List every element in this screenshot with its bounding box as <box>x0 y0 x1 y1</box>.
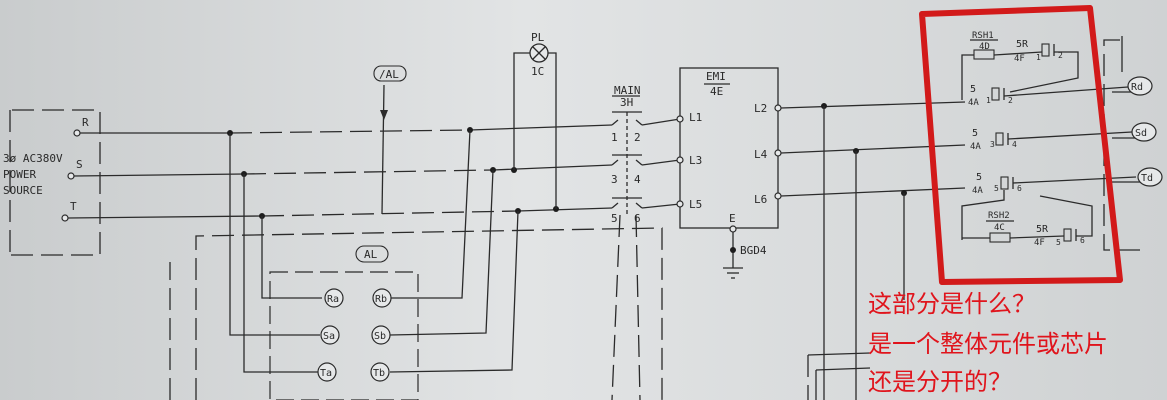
contact-5: 5 <box>611 212 618 225</box>
terminal-sb-label: Sb <box>374 331 386 342</box>
terminal-sa: Sa <box>320 325 340 345</box>
emi-out-l4: L4 <box>754 148 768 161</box>
terminal-tb: Tb <box>370 362 390 382</box>
c2-pin-b: 4 <box>1012 140 1017 149</box>
c2-label: 5 <box>972 128 978 139</box>
lower-wiring <box>169 129 663 400</box>
c3-pin-b: 6 <box>1017 184 1022 193</box>
emi-ref: 4E <box>710 85 723 98</box>
emi-ground-label: BGD4 <box>740 244 767 257</box>
r1-label: 5R <box>1016 39 1029 50</box>
phase-s-label: S <box>76 158 83 171</box>
terminal-tb-label: Tb <box>373 368 385 379</box>
terminal-s <box>67 172 75 180</box>
power-source-block: 3ø AC380V POWER SOURCE R S T <box>3 109 101 256</box>
phase-t-label: T <box>70 200 77 213</box>
r1-pin-a: 1 <box>1036 53 1041 62</box>
question-line-2: 是一个整体元件或芯片 <box>868 330 1108 358</box>
terminal-ra: Ra <box>324 288 344 308</box>
question-annotation: 这部分是什么？ 是一个整体元件或芯片 还是分开的？ <box>868 290 1108 396</box>
terminal-rb-label: Rb <box>375 294 387 305</box>
terminal-t <box>61 214 69 222</box>
power-source-source: SOURCE <box>3 184 43 197</box>
terminal-ra-label: Ra <box>327 294 339 305</box>
rsh1-label: RSH1 <box>972 31 994 41</box>
terminal-td: Td <box>1137 167 1163 187</box>
c1-pin-b: 2 <box>1008 96 1013 105</box>
contact-2: 2 <box>634 131 641 144</box>
alarm-mid-label: AL <box>364 248 378 261</box>
c3-pin-a: 5 <box>994 184 999 193</box>
r1-pin-b: 2 <box>1058 51 1063 60</box>
ground-icon <box>723 267 743 279</box>
c2-pin-a: 3 <box>990 140 995 149</box>
terminal-sd-label: Sd <box>1135 128 1147 139</box>
c1-label: 5 <box>970 84 976 95</box>
terminal-rd-label: Rd <box>1131 82 1143 93</box>
c3-ref: 4A <box>972 186 983 196</box>
c1-pin-a: 1 <box>986 96 991 105</box>
terminal-ta: Ta <box>317 362 337 382</box>
r2-ref: 4F <box>1034 238 1045 248</box>
rsh2-ref: 4C <box>994 223 1005 233</box>
terminal-sa-label: Sa <box>323 331 335 342</box>
r1-ref: 4F <box>1014 54 1025 64</box>
emi-name: EMI <box>706 70 726 83</box>
emi-in-l3: L3 <box>689 154 702 167</box>
terminal-r <box>73 129 81 137</box>
main-contactor: MAIN 3H 1 2 3 4 5 6 <box>611 84 681 225</box>
terminal-rb: Rb <box>372 288 392 308</box>
terminal-ta-label: Ta <box>320 368 332 379</box>
emi-in-l1: L1 <box>689 111 702 124</box>
pilot-lamp-ref: 1C <box>531 65 544 78</box>
alarm-mid: AL <box>355 245 389 263</box>
contact-4: 4 <box>634 173 641 186</box>
pilot-lamp-label: PL <box>531 31 545 44</box>
c3-label: 5 <box>976 172 982 183</box>
terminal-sb: Sb <box>371 325 391 345</box>
r2-label: 5R <box>1036 224 1049 235</box>
emi-in-l5: L5 <box>689 198 702 211</box>
pilot-lamp: PL 1C <box>513 31 557 209</box>
alarm-top: /AL <box>373 65 407 215</box>
power-source-power: POWER <box>3 168 36 181</box>
power-source-voltage: 3ø AC380V <box>3 152 63 165</box>
terminal-rd: Rd <box>1127 76 1153 96</box>
emi-out-l2: L2 <box>754 102 767 115</box>
emi-out-l6: L6 <box>754 193 767 206</box>
contact-6: 6 <box>634 212 641 225</box>
r2-pin-b: 6 <box>1080 236 1085 245</box>
alarm-top-label: /AL <box>379 68 399 81</box>
emi-ground-letter: E <box>729 212 736 225</box>
contact-1: 1 <box>611 131 618 144</box>
contact-3: 3 <box>611 173 618 186</box>
c1-ref: 4A <box>968 98 979 108</box>
phase-r-label: R <box>82 116 89 129</box>
r2-pin-a: 5 <box>1056 238 1061 247</box>
rsh1-ref: 4D <box>979 42 990 52</box>
red-highlight-box <box>919 5 1123 285</box>
c2-ref: 4A <box>970 142 981 152</box>
rsh2-label: RSH2 <box>988 211 1010 221</box>
question-line-3: 还是分开的？ <box>868 368 1012 396</box>
question-line-1: 这部分是什么？ <box>868 290 1036 318</box>
terminal-sd: Sd <box>1131 122 1157 142</box>
highlighted-section: RSH1 4D 5R 4F 1 2 5 4A 1 2 5 4A 3 4 5 4A… <box>961 31 1137 248</box>
terminal-td-label: Td <box>1141 173 1153 184</box>
main-contactor-name: MAIN <box>614 84 641 97</box>
main-contactor-ref: 3H <box>620 96 633 109</box>
